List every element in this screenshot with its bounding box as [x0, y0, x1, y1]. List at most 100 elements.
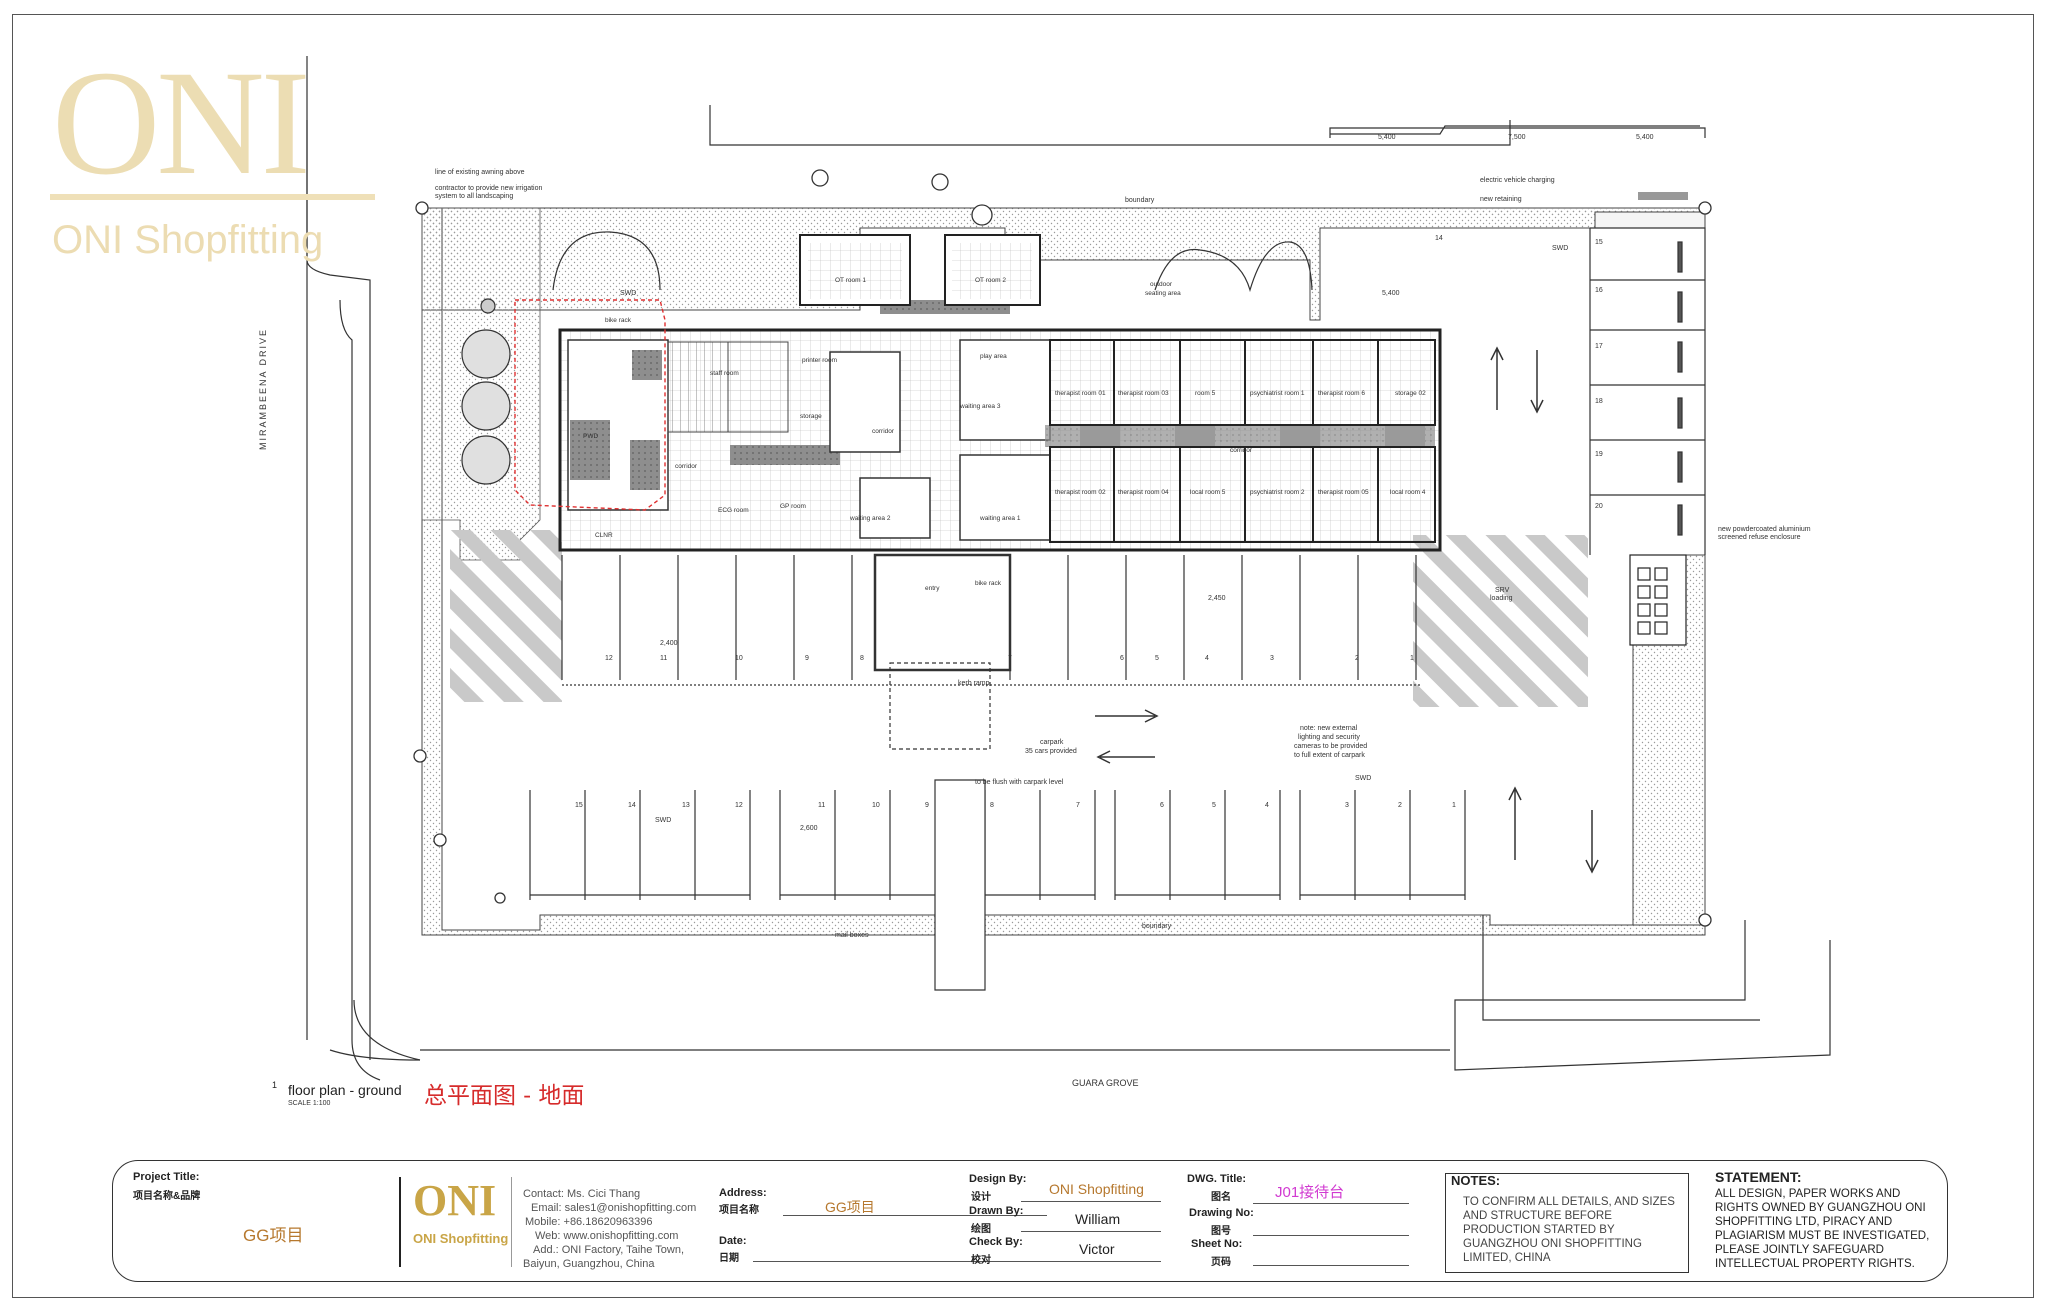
- therapy-bottom-4: therapist room 05: [1318, 489, 1369, 496]
- dim-5: 2,450: [1208, 595, 1226, 602]
- corridor-label-2: corridor: [1230, 447, 1253, 454]
- plan-title-cn: 总平面图 - 地面: [424, 1083, 585, 1109]
- water-tanks: [461, 298, 511, 485]
- bay-top-11: 1: [1410, 655, 1414, 662]
- boundary-bottom-label: boundary: [1142, 923, 1172, 930]
- logo-separator: [399, 1177, 401, 1267]
- therapy-top-5: storage 02: [1395, 390, 1426, 397]
- therapy-bottom-2: local room 5: [1190, 489, 1226, 496]
- bay-bottom-6: 9: [925, 802, 929, 809]
- project-title-cn: 项目名称&品牌: [133, 1191, 201, 1202]
- sheet-no-underline: [1253, 1265, 1409, 1266]
- traffic-arrows: [1095, 346, 1599, 874]
- contact-line-5: Baiyun, Guangzhou, China: [523, 1258, 655, 1270]
- swd-label-1: SWD: [620, 290, 636, 297]
- note-lighting-1: note: new external: [1300, 725, 1358, 732]
- contact-line-0: Contact: Ms. Cici Thang: [523, 1188, 641, 1200]
- therapy-top-3: psychiatrist room 1: [1250, 390, 1305, 397]
- swd-label-2: SWD: [1355, 775, 1371, 782]
- waiting-area-2-label: waiting area 2: [849, 515, 891, 522]
- plan-title: 1 floor plan - ground: [272, 1080, 402, 1098]
- bay-bottom-12: 3: [1345, 802, 1349, 809]
- loading-label: loading: [1490, 595, 1513, 602]
- bay-bottom-3: 12: [735, 802, 743, 809]
- therapy-bottom-0: therapist room 02: [1055, 489, 1106, 496]
- address-label: Address:: [719, 1187, 767, 1199]
- title-block: Project Title: 项目名称&品牌 GG项目 ONI ONI Shop…: [112, 1160, 1948, 1282]
- drawing-frame: [12, 14, 2034, 1298]
- corridor-label-1: corridor: [675, 463, 698, 470]
- therapy-top-4: therapist room 6: [1318, 390, 1365, 397]
- bay-right-3: 17: [1595, 343, 1603, 350]
- right-carpark-bays: [1589, 227, 1706, 555]
- contact-line-1: Email: sales1@onishopfitting.com: [531, 1202, 697, 1214]
- site-labels: boundary boundary carpark 35 cars provid…: [435, 134, 1811, 939]
- kerb-ramp-label: kerb ramp: [958, 680, 990, 687]
- design-by-cn: 设计: [971, 1192, 991, 1203]
- watermark-bar: [50, 194, 375, 200]
- therapy-top-2: room 5: [1195, 390, 1216, 397]
- bay-bottom-13: 2: [1398, 802, 1402, 809]
- bay-bottom-7: 8: [990, 802, 994, 809]
- new-retaining-label: new retaining: [1480, 196, 1522, 203]
- printer-room-label: printer room: [802, 357, 837, 364]
- bay-top-9: 3: [1270, 655, 1274, 662]
- street-name-left: MIRAMBEENA DRIVE: [258, 327, 268, 450]
- plan-number: 1: [272, 1080, 278, 1090]
- address-value: GG项目: [825, 1199, 875, 1215]
- bay-bottom-2: 13: [682, 802, 690, 809]
- room-labels: staff room OT room 1 OT room 2 outdoor s…: [583, 277, 1426, 592]
- therapy-bottom-3: psychiatrist room 2: [1250, 489, 1305, 496]
- staff-room-label: staff room: [710, 370, 739, 377]
- address-cn: 项目名称: [719, 1205, 759, 1216]
- hatched-zone-left: [450, 530, 562, 702]
- outdoor-label-2: seating area: [1145, 290, 1181, 297]
- drawing-no-underline: [1253, 1235, 1409, 1236]
- plan-title-text: floor plan - ground: [288, 1082, 402, 1098]
- contact-line-2: Mobile: +86.18620963396: [525, 1216, 653, 1228]
- pwd-label: PWD: [583, 433, 598, 440]
- bay-bottom-9: 6: [1160, 802, 1164, 809]
- drawn-by-label: Drawn By:: [969, 1205, 1024, 1217]
- bay-right-1: 15: [1595, 239, 1603, 246]
- highlight-zone: [514, 299, 666, 511]
- bay-top-6: 6: [1120, 655, 1124, 662]
- date-cn: 日期: [719, 1253, 739, 1264]
- survey-points: [413, 169, 1712, 927]
- corridor-label-3: corridor: [872, 428, 895, 435]
- ev-charging-label: electric vehicle charging: [1480, 177, 1555, 184]
- address-underline: [783, 1215, 1047, 1216]
- therapy-bottom-1: therapist room 04: [1118, 489, 1169, 496]
- therapy-rooms: [1049, 339, 1436, 543]
- boundary-top-label: boundary: [1125, 197, 1155, 204]
- bay-bottom-0: 15: [575, 802, 583, 809]
- sheet-no-label: Sheet No:: [1191, 1238, 1243, 1250]
- dwg-title-cn: 图名: [1211, 1192, 1231, 1203]
- carpark-label: carpark: [1040, 739, 1064, 746]
- bay-bottom-1: 14: [628, 802, 636, 809]
- bay-top-2: 10: [735, 655, 743, 662]
- gp-room-label: GP room: [780, 503, 806, 510]
- check-by-value: Victor: [1079, 1241, 1115, 1257]
- storage-label: storage: [800, 413, 822, 420]
- note-lighting-4: to full extent of carpark: [1294, 752, 1365, 759]
- check-by-underline: [1021, 1261, 1161, 1262]
- dwg-title-value: J01接待台: [1275, 1184, 1345, 1201]
- dim-6: 2,600: [800, 825, 818, 832]
- bay-bottom-5: 10: [872, 802, 880, 809]
- play-area-label: play area: [980, 353, 1007, 360]
- mail-boxes-label: mail boxes: [835, 932, 869, 939]
- plan-scale: SCALE 1:100: [288, 1100, 331, 1107]
- bay-top-7: 5: [1155, 655, 1159, 662]
- watermark-text: ONI Shopfitting: [52, 218, 324, 262]
- notes-label: NOTES:: [1451, 1173, 1501, 1188]
- date-label: Date:: [719, 1235, 747, 1247]
- bay-bottom-10: 5: [1212, 802, 1216, 809]
- design-by-underline: [1021, 1201, 1161, 1202]
- project-title-value: GG项目: [243, 1226, 304, 1245]
- date-underline: [753, 1261, 1047, 1262]
- dim-1: 5,400: [1378, 134, 1396, 141]
- dim-3: 5,400: [1636, 134, 1654, 141]
- dim-7: 2,400: [660, 640, 678, 647]
- drawing-no-label: Drawing No:: [1189, 1207, 1254, 1219]
